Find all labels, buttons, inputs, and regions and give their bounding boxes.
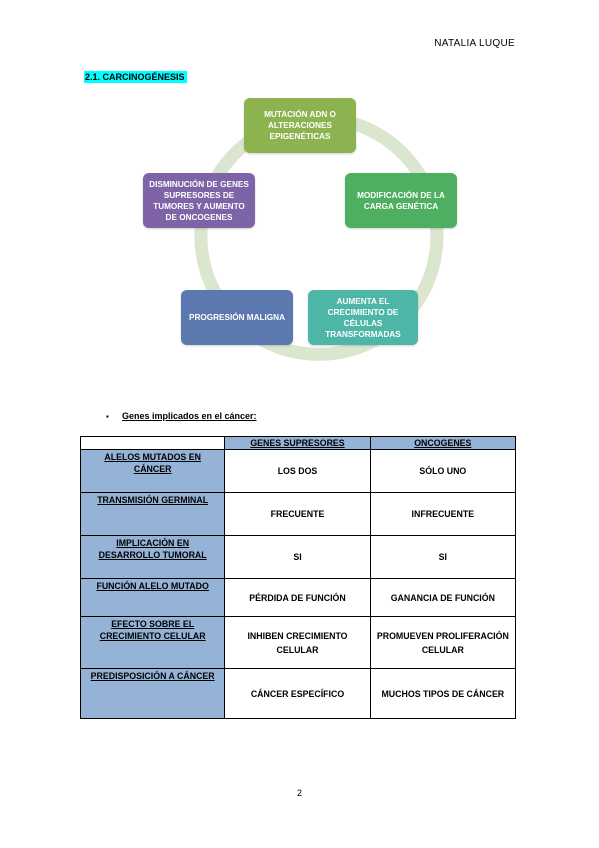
cell-oncogenes: PROMUEVEN PROLIFERACIÓN CELULAR [369,616,517,669]
cycle-arrows [194,111,444,361]
cycle-step-genetic-load: MODIFICACIÓN DE LA CARGA GENÉTICA [345,173,457,228]
cycle-step-malignant-progression: PROGRESIÓN MALIGNA [181,290,293,345]
cell-supresores: PÉRDIDA DE FUNCIÓN [224,578,371,617]
table-row: IMPLICACIÓN EN DESARROLLO TUMORAL SI SI [79,535,517,579]
genes-comparison-table: GENES SUPRESORES ONCOGENES ALELOS MUTADO… [79,436,517,719]
section-title: 2.1. CARCINOGÉNESIS [84,71,187,83]
table-row: ALELOS MUTADOS EN CÁNCER LOS DOS SÓLO UN… [79,449,517,493]
cycle-step-gene-balance: DISMINUCIÓN DE GENES SUPRESORES DE TUMOR… [143,173,255,228]
bullet-text: Genes implicados en el cáncer: [122,411,257,421]
cycle-step-mutation: MUTACIÓN ADN O ALTERACIONES EPIGENÉTICAS [244,98,356,153]
row-label: ALELOS MUTADOS EN CÁNCER [79,449,226,493]
table-row: EFECTO SOBRE EL CRECIMIENTO CELULAR INHI… [79,616,517,669]
cell-supresores: LOS DOS [224,449,371,493]
row-label: TRANSMISIÓN GERMINAL [79,492,226,536]
cell-oncogenes: INFRECUENTE [369,492,517,536]
cycle-step-label: MODIFICACIÓN DE LA CARGA GENÉTICA [357,190,445,211]
row-label: EFECTO SOBRE EL CRECIMIENTO CELULAR [79,616,226,669]
cell-supresores: SI [224,535,371,579]
row-label: FUNCIÓN ALELO MUTADO [79,578,226,617]
bullet-square-icon: ▪ [106,412,109,421]
column-header-supresores: GENES SUPRESORES [224,436,371,450]
cell-oncogenes: SI [369,535,517,579]
bullet-item-genes: ▪ Genes implicados en el cáncer: [106,411,257,421]
table-row: PREDISPOSICIÓN A CÁNCER CÁNCER ESPECÍFIC… [79,668,517,719]
page-header-author: NATALIA LUQUE [434,38,515,49]
table-corner-cell [79,436,226,450]
cycle-step-label: DISMINUCIÓN DE GENES SUPRESORES DE TUMOR… [149,179,249,222]
cell-supresores: INHIBEN CRECIMIENTO CELULAR [224,616,371,669]
cycle-step-label: AUMENTA EL CRECIMIENTO DE CÉLULAS TRANSF… [325,296,401,339]
cell-oncogenes: SÓLO UNO [369,449,517,493]
row-label: IMPLICACIÓN EN DESARROLLO TUMORAL [79,535,226,579]
table-row: FUNCIÓN ALELO MUTADO PÉRDIDA DE FUNCIÓN … [79,578,517,617]
carcinogenesis-cycle-diagram: MUTACIÓN ADN O ALTERACIONES EPIGENÉTICAS… [0,0,599,400]
cell-oncogenes: MUCHOS TIPOS DE CÁNCER [369,668,517,719]
cell-supresores: CÁNCER ESPECÍFICO [224,668,371,719]
cell-supresores: FRECUENTE [224,492,371,536]
cycle-step-label: PROGRESIÓN MALIGNA [189,313,285,322]
cycle-step-label: MUTACIÓN ADN O ALTERACIONES EPIGENÉTICAS [264,110,336,141]
column-header-oncogenes: ONCOGENES [369,436,517,450]
page-number: 2 [296,788,302,798]
table-header-row: GENES SUPRESORES ONCOGENES [79,436,517,450]
cycle-step-cell-growth: AUMENTA EL CRECIMIENTO DE CÉLULAS TRANSF… [308,290,418,345]
cell-oncogenes: GANANCIA DE FUNCIÓN [369,578,517,617]
table-row: TRANSMISIÓN GERMINAL FRECUENTE INFRECUEN… [79,492,517,536]
row-label: PREDISPOSICIÓN A CÁNCER [79,668,226,719]
